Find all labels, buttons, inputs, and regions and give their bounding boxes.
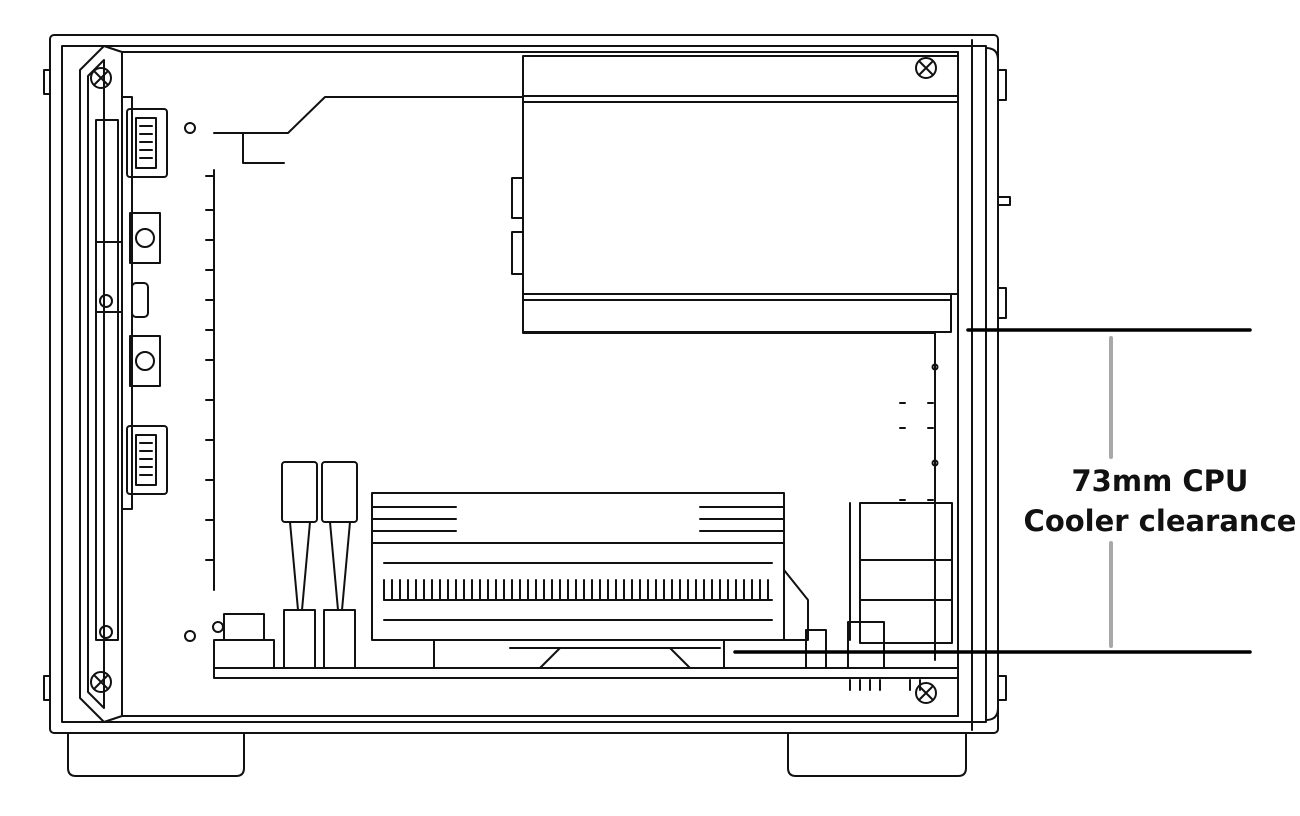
ram-clips — [281, 461, 358, 669]
case-feet — [67, 732, 967, 777]
audio-jack-1 — [129, 212, 161, 264]
screw-top-right — [915, 57, 937, 79]
screw-bottom-left — [90, 671, 112, 693]
usb-port-bottom — [126, 425, 168, 495]
front-io-panel — [95, 96, 196, 642]
clearance-measurement — [733, 328, 1252, 654]
clearance-label-line1: 73mm CPU — [1071, 464, 1249, 498]
screw-bottom-right — [915, 682, 937, 704]
psu-bracket — [205, 96, 936, 661]
power-button — [131, 282, 149, 318]
case-frame — [43, 34, 1011, 734]
clearance-label-line2: Cooler clearance — [1023, 504, 1297, 538]
drive-bay — [511, 55, 959, 501]
rear-io — [805, 502, 953, 691]
cpu-cooler — [371, 492, 809, 669]
screw-top-left — [90, 67, 112, 89]
usb-port-top — [126, 108, 168, 178]
audio-jack-2 — [129, 335, 161, 387]
screws — [90, 57, 937, 704]
